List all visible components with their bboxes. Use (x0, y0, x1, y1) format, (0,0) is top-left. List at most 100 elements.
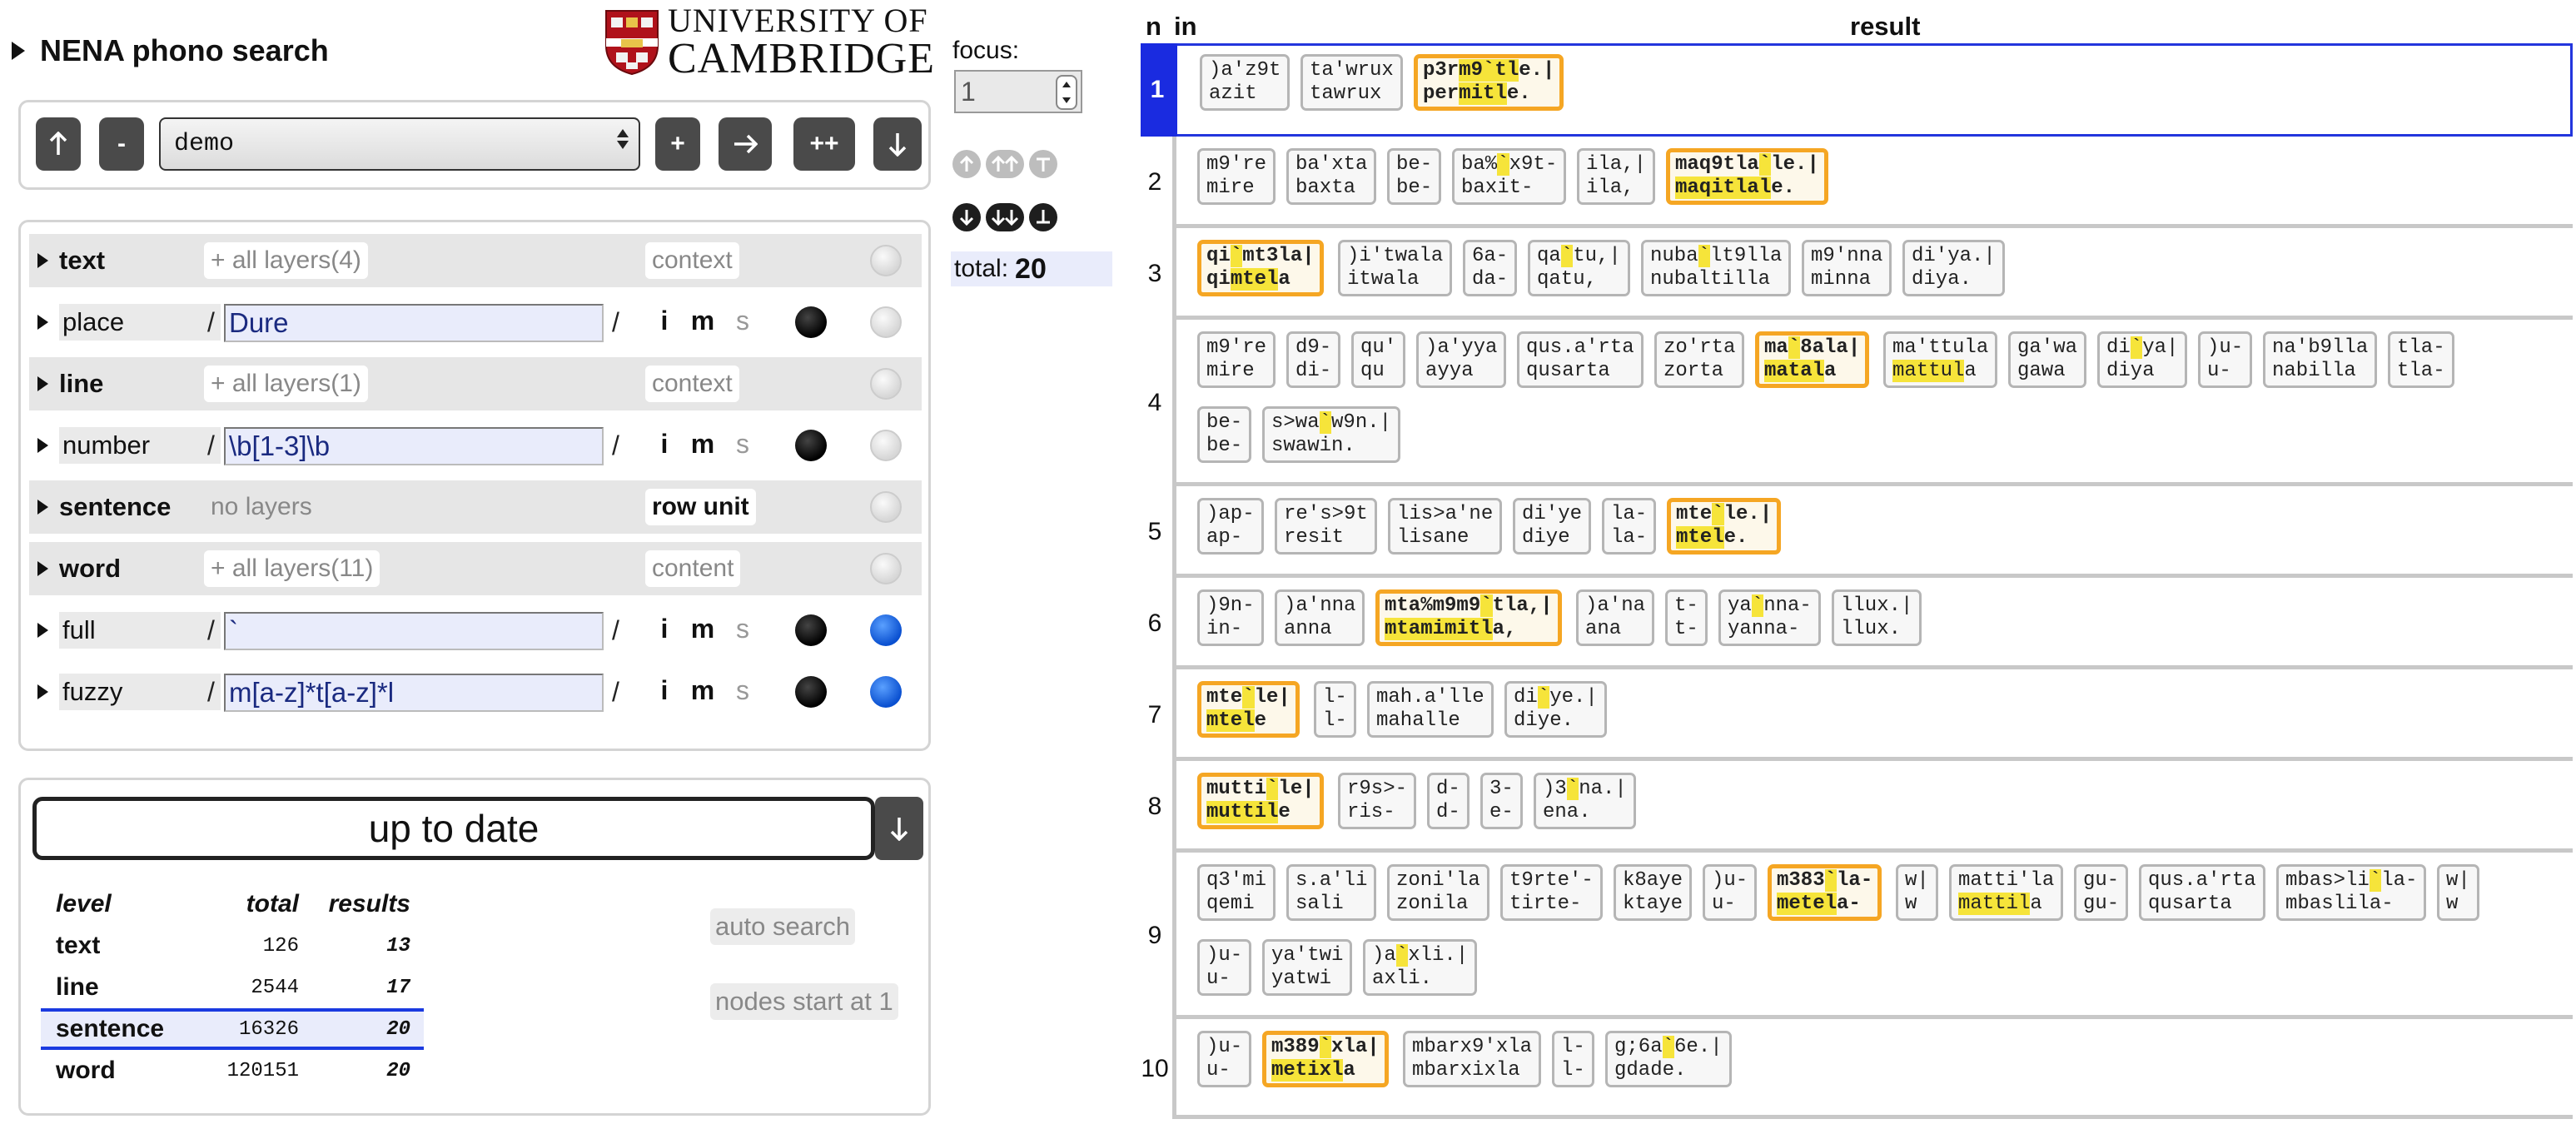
word-token[interactable]: llux.|llux. (1832, 589, 1922, 646)
visibility-toggle-text[interactable] (870, 245, 902, 276)
word-token[interactable]: ila,|ila, (1577, 148, 1656, 205)
flag-i-full[interactable]: i (660, 614, 669, 644)
word-token[interactable]: w|w (2437, 864, 2479, 921)
word-token[interactable]: ya`nna-yanna- (1718, 589, 1821, 646)
flag-m-place[interactable]: m (690, 306, 715, 336)
set-select[interactable]: demo (159, 117, 640, 171)
word-token[interactable]: )u-u- (1197, 1031, 1252, 1087)
word-token[interactable]: )ap-ap- (1197, 498, 1264, 555)
set-rename-button[interactable] (719, 117, 772, 171)
word-token[interactable]: t-t- (1665, 589, 1708, 646)
flag-i-place[interactable]: i (660, 306, 669, 336)
word-token[interactable]: )9n-in- (1197, 589, 1264, 646)
flag-i-number[interactable]: i (660, 429, 669, 459)
content-chip-word[interactable]: content (645, 550, 741, 587)
focus-input[interactable]: 1 (954, 70, 1082, 113)
word-token[interactable]: s>wa`w9n.|swawin. (1262, 406, 1401, 463)
word-token[interactable]: 6a-da- (1463, 240, 1518, 296)
word-token[interactable]: 3-e- (1480, 773, 1523, 829)
row-unit-chip-sentence[interactable]: row unit (645, 489, 756, 525)
word-token[interactable]: )a`xli.|axli. (1363, 939, 1478, 996)
spinner-icon[interactable] (1056, 75, 1077, 110)
word-token[interactable]: r9s>-ris- (1338, 773, 1417, 829)
pattern-input-fuzzy[interactable]: m[a-z]*t[a-z]*l (224, 674, 604, 712)
word-token-match[interactable]: ma`8ala|matala (1755, 331, 1870, 388)
pattern-toggle-number[interactable] (795, 430, 827, 461)
pattern-input-number[interactable]: \b[1-3]\b (224, 427, 604, 465)
focus-prev-button[interactable] (952, 150, 981, 178)
expand-triangle-icon[interactable] (37, 253, 48, 268)
pattern-input-full[interactable]: ` (224, 612, 604, 650)
flag-s-place[interactable]: s (736, 306, 749, 336)
word-token[interactable]: di`ye.|diye. (1504, 681, 1607, 738)
stats-row[interactable]: word 120151 20 (41, 1050, 424, 1092)
all-layers-chip-text[interactable]: + all layers(4) (204, 242, 368, 279)
stats-row-selected[interactable]: sentence 16326 20 (41, 1008, 424, 1050)
word-token-match[interactable]: qi`mt3la|qimtela (1197, 240, 1324, 296)
set-remove-button[interactable]: - (99, 117, 144, 171)
pattern-toggle-full[interactable] (795, 614, 827, 646)
set-up-button[interactable] (36, 117, 81, 171)
word-token-match[interactable]: maq9tla`le.|maqitlale. (1666, 148, 1828, 205)
word-token[interactable]: be-be- (1387, 148, 1442, 205)
focus-next-more-button[interactable] (986, 203, 1024, 231)
word-token[interactable]: )3`na.|ena. (1534, 773, 1636, 829)
flag-s-full[interactable]: s (736, 614, 749, 644)
focus-last-button[interactable] (1029, 203, 1057, 231)
word-token-match[interactable]: m389`xla|metixla (1262, 1031, 1389, 1087)
all-layers-chip-word[interactable]: + all layers(11) (204, 550, 380, 587)
visibility-toggle-word[interactable] (870, 553, 902, 584)
word-token[interactable]: di`ya|diya (2097, 331, 2188, 388)
nodes-start-toggle[interactable]: nodes start at 1 (710, 983, 898, 1020)
visibility-toggle-place[interactable] (870, 306, 902, 338)
word-token[interactable]: d9-di- (1286, 331, 1341, 388)
app-title[interactable]: NENA phono search (12, 33, 329, 68)
word-token-match[interactable]: m383`la-metela- (1768, 864, 1882, 921)
word-token[interactable]: )u-u- (1703, 864, 1758, 921)
set-duplicate-button[interactable]: ++ (793, 117, 855, 171)
word-token[interactable]: )u-u- (2198, 331, 2253, 388)
word-token[interactable]: l-l- (1552, 1031, 1594, 1087)
word-token-match[interactable]: mte`le|mtele (1197, 681, 1300, 738)
word-token[interactable]: mbas>li`la-mbaslila- (2276, 864, 2427, 921)
word-token[interactable]: d-d- (1427, 773, 1470, 829)
word-token-match[interactable]: p3rm9`tle.|permitle. (1414, 54, 1564, 111)
expand-triangle-icon[interactable] (37, 315, 48, 330)
flag-s-fuzzy[interactable]: s (736, 675, 749, 705)
expand-triangle-icon[interactable] (37, 500, 48, 515)
focus-next-button[interactable] (952, 203, 981, 231)
pattern-toggle-fuzzy[interactable] (795, 676, 827, 708)
word-token-match[interactable]: mte`le.|mtele. (1667, 498, 1782, 555)
word-token[interactable]: g;6a`6e.|gdade. (1605, 1031, 1732, 1087)
search-status-button[interactable]: up to date (32, 797, 875, 860)
expand-triangle-icon[interactable] (37, 623, 48, 638)
word-token[interactable]: l-l- (1314, 681, 1356, 738)
expand-triangle-icon[interactable] (37, 376, 48, 391)
expand-triangle-icon[interactable] (37, 438, 48, 453)
word-token[interactable]: )u-u- (1197, 939, 1252, 996)
expand-triangle-icon[interactable] (37, 684, 48, 699)
